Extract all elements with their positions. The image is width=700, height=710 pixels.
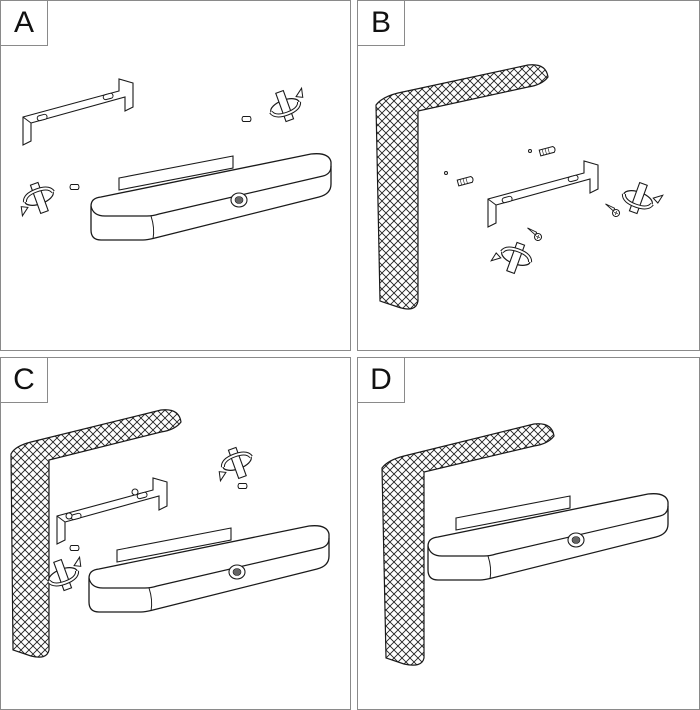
step-label-a: A [1, 1, 48, 46]
rotate-arrow-icon [617, 176, 667, 222]
step-c-illustration [10, 409, 330, 658]
wall-lamp-icon [427, 493, 669, 581]
wall-plug-icon [241, 116, 252, 122]
drill-hole-icon [528, 149, 532, 153]
wall-section-icon [10, 409, 182, 658]
rotate-arrow-icon [41, 551, 91, 597]
wall-plug-icon [456, 175, 475, 187]
screw-icon [131, 488, 139, 496]
step-panel-c: C [0, 357, 351, 710]
drill-hole-icon [444, 171, 448, 175]
step-panel-a: A [0, 0, 351, 351]
step-label-d: D [358, 358, 405, 403]
rotate-arrow-icon [11, 176, 61, 222]
wall-section-icon [381, 423, 555, 666]
step-b-illustration [375, 64, 667, 310]
wall-lamp-icon [88, 525, 330, 613]
step-label-b: B [358, 1, 405, 46]
wall-section-icon [375, 64, 549, 310]
wall-plug-icon [538, 145, 557, 157]
rotate-arrow-icon [487, 234, 537, 280]
rotate-arrow-icon [263, 82, 313, 128]
rotate-arrow-icon [209, 441, 259, 487]
step-a-illustration [11, 78, 332, 241]
mounting-bracket-icon [487, 160, 599, 228]
step-panel-b: B [357, 0, 700, 351]
mounting-bracket-icon [56, 477, 168, 545]
step-d-illustration [381, 423, 669, 666]
wall-plug-icon [69, 184, 80, 190]
wall-plug-icon [69, 545, 80, 551]
screw-icon [65, 512, 73, 520]
wall-lamp-icon [90, 153, 332, 241]
step-panel-d: D [357, 357, 700, 710]
screw-icon [524, 227, 544, 242]
screw-icon [602, 203, 622, 218]
step-label-c: C [1, 358, 48, 403]
wall-plug-icon [237, 483, 248, 489]
mounting-bracket-icon [22, 78, 134, 146]
